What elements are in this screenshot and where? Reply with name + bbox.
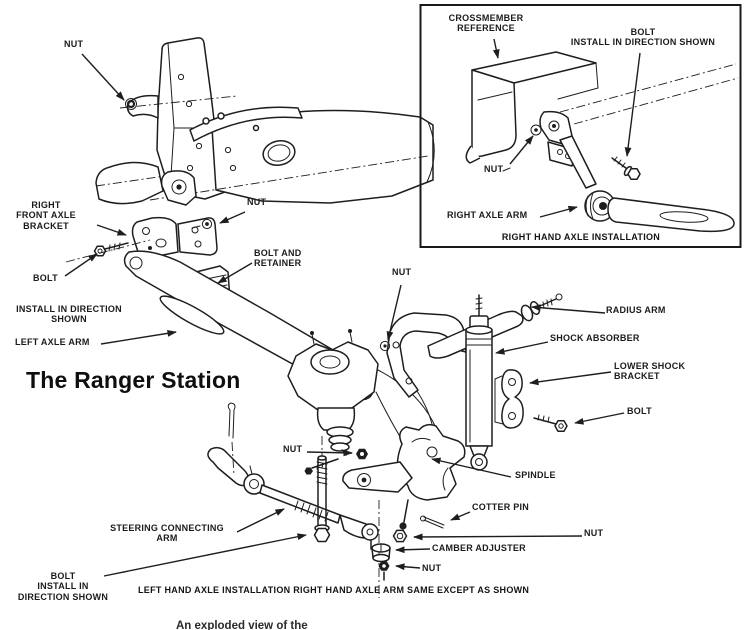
label-bolt-and-retainer: BOLT AND RETAINER xyxy=(254,248,302,269)
label-shock-absorber: SHOCK ABSORBER xyxy=(550,333,640,343)
frame-crossmember-drawing xyxy=(95,37,435,205)
label-right-axle-arm-inset: RIGHT AXLE ARM xyxy=(447,210,528,220)
label-lower-shock-bracket: LOWER SHOCK BRACKET xyxy=(614,361,686,382)
shock-absorber-drawing xyxy=(465,294,493,471)
label-nut-top-left: NUT xyxy=(64,39,84,49)
label-nut-mid-right: NUT xyxy=(584,528,604,538)
inset-right-hand-axle-drawing xyxy=(419,4,742,248)
label-nut-center: NUT xyxy=(392,267,412,277)
label-right-front-axle-bracket: RIGHT FRONT AXLE BRACKET xyxy=(16,200,76,231)
steering-connecting-arm-drawing xyxy=(207,402,379,550)
label-bolt-right: BOLT xyxy=(627,406,652,416)
label-cotter-pin: COTTER PIN xyxy=(472,502,530,512)
right-front-axle-bracket-drawing xyxy=(65,170,218,263)
label-bolt-install-bottom: BOLT INSTALL IN DIRECTION SHOWN xyxy=(17,571,109,602)
label-bolt-left: BOLT xyxy=(33,273,58,283)
watermark-the-ranger-station: The Ranger Station xyxy=(26,367,241,393)
lower-shock-bracket-drawing xyxy=(494,369,568,432)
camber-adjuster-hardware-drawing xyxy=(313,436,445,598)
inset-caption: RIGHT HAND AXLE INSTALLATION xyxy=(501,232,661,242)
spindle-knuckle-drawing xyxy=(342,423,466,530)
label-crossmember-reference: CROSSMEMBER REFERENCE xyxy=(448,13,524,34)
callout-leader-arrows xyxy=(64,38,641,577)
bottom-caption-partial: An exploded view of the xyxy=(176,620,308,630)
label-radius-arm: RADIUS ARM xyxy=(606,305,666,315)
label-steering-connecting-arm: STEERING CONNECTING ARM xyxy=(110,523,224,544)
label-nut-bottom: NUT xyxy=(422,563,442,573)
label-install-direction-left: INSTALL IN DIRECTION SHOWN xyxy=(16,304,122,325)
label-bolt-install-inset: BOLT INSTALL IN DIRECTION SHOWN xyxy=(570,27,716,48)
label-nut-inset: NUT xyxy=(484,164,504,174)
label-spindle: SPINDLE xyxy=(515,470,556,480)
label-nut-spring: NUT xyxy=(283,444,303,454)
label-nut-upper: NUT xyxy=(247,197,267,207)
center-pivot-ball-joint-drawing xyxy=(287,329,379,475)
main-caption: LEFT HAND AXLE INSTALLATION RIGHT HAND A… xyxy=(138,585,530,595)
label-left-axle-arm: LEFT AXLE ARM xyxy=(15,337,90,347)
label-camber-adjuster: CAMBER ADJUSTER xyxy=(432,543,526,553)
